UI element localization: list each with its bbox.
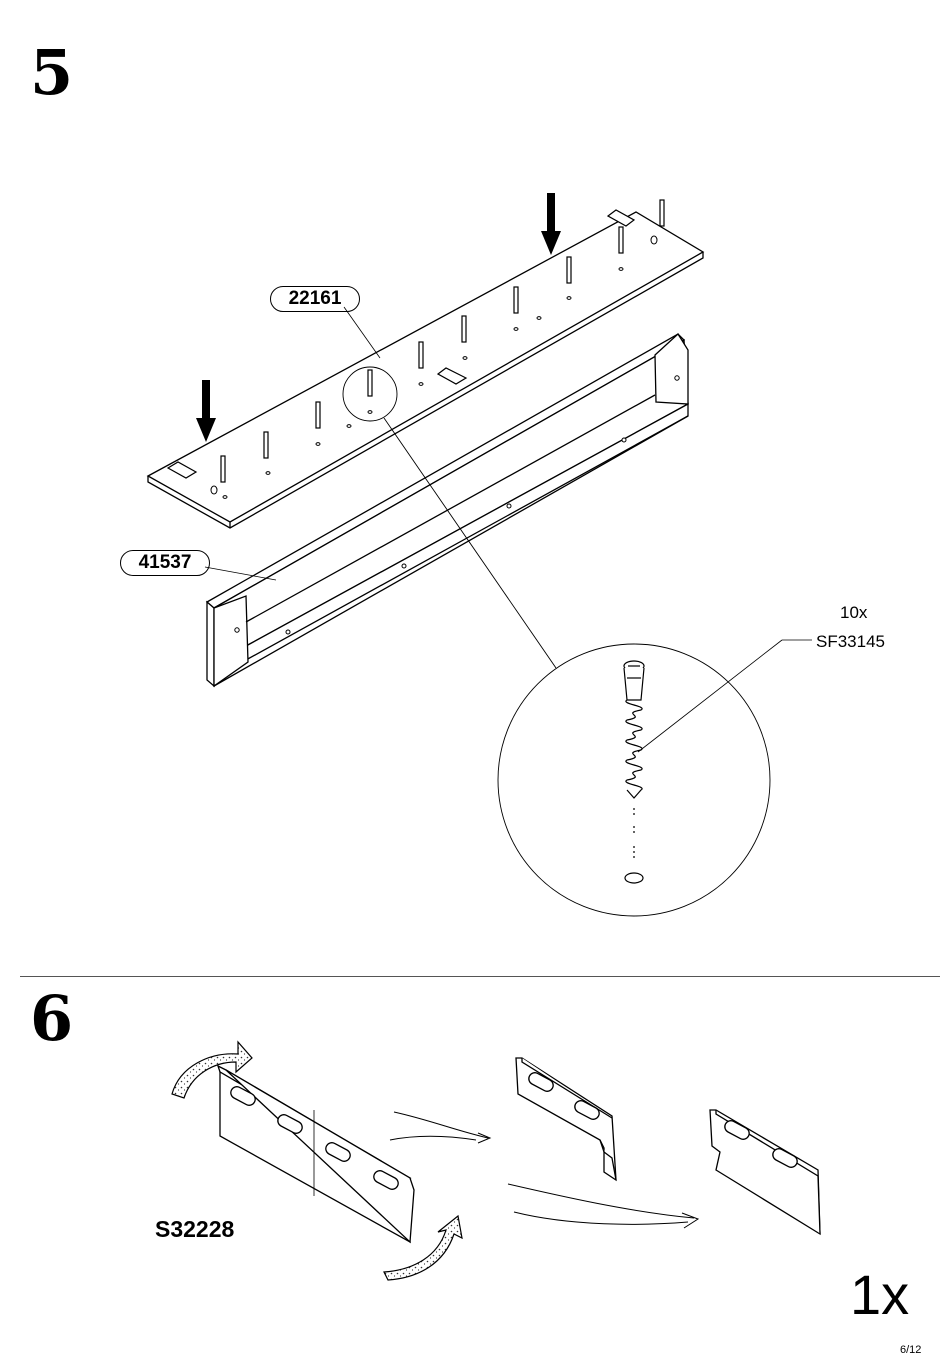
fastener-quantity: 10x — [840, 603, 867, 623]
part-label-41537: 41537 — [120, 550, 210, 576]
part-code-s32228: S32228 — [155, 1216, 234, 1243]
step-6-quantity: 1x — [850, 1262, 909, 1327]
bracket-s32228 — [218, 1066, 414, 1242]
fastener-code: SF33145 — [816, 632, 885, 652]
page-number: 6/12 — [900, 1344, 921, 1356]
part-label-22161: 22161 — [270, 286, 360, 312]
